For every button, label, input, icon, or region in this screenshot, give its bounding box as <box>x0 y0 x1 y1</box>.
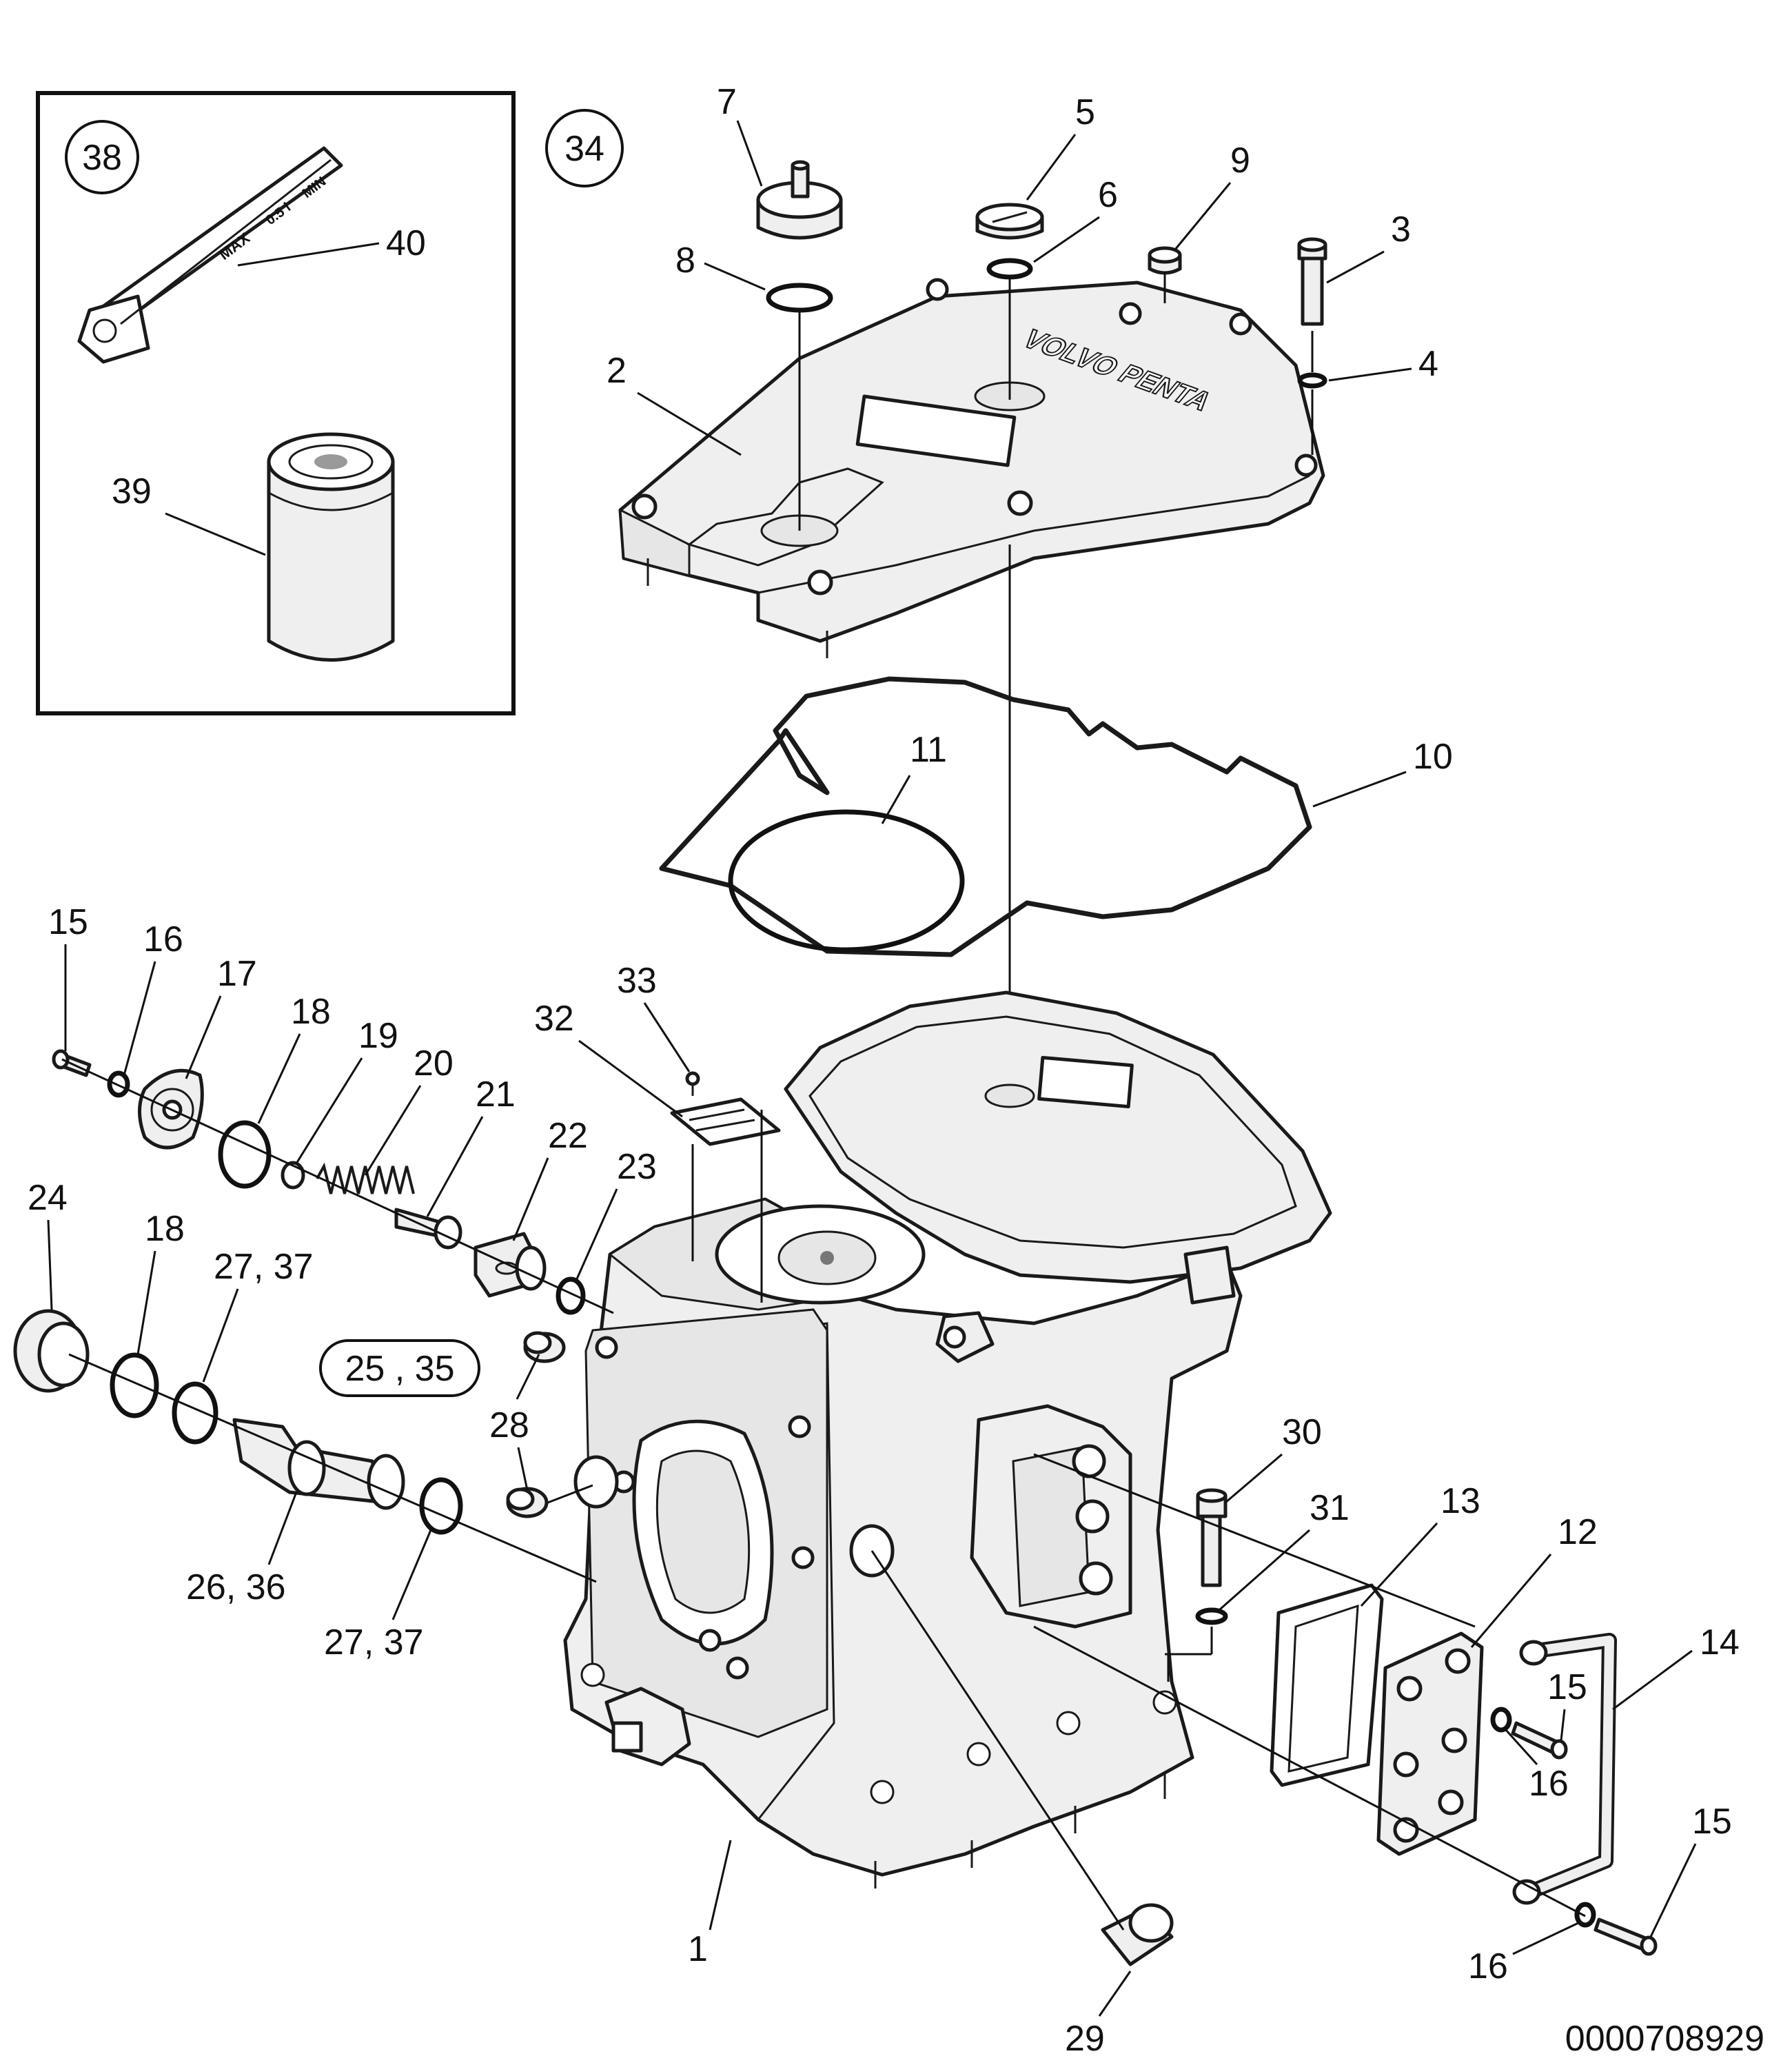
callout-19: 19 <box>358 1016 398 1056</box>
bolt-15-mid-part <box>1511 1721 1568 1760</box>
dipstick-part: MAX 0.5 l MIN <box>77 146 343 364</box>
callout-16-bottom: 16 <box>1468 1946 1508 1986</box>
oil-filter-part <box>267 432 395 662</box>
axis-line <box>547 1484 593 1504</box>
callout-24: 24 <box>28 1178 68 1218</box>
group-tag-label: 25 , 35 <box>345 1349 454 1389</box>
callout-6: 6 <box>1098 175 1118 215</box>
axis-line <box>61 1058 614 1314</box>
callout-27-37-bottom: 27, 37 <box>324 1622 424 1662</box>
callout-13: 13 <box>1440 1481 1480 1521</box>
gasket-13-part <box>1270 1583 1384 1787</box>
callout-14: 14 <box>1700 1622 1740 1662</box>
main-housing-part <box>563 990 1332 1889</box>
top-cover-part: VOLVO PENTA <box>618 278 1325 658</box>
callout-27-37-top: 27, 37 <box>214 1247 314 1287</box>
callout-11: 11 <box>910 730 947 770</box>
washer-16-bottom-part <box>1574 1902 1596 1928</box>
callout-1: 1 <box>688 1929 708 1969</box>
callout-3: 3 <box>1391 210 1411 250</box>
callout-7: 7 <box>717 82 737 122</box>
axis-line <box>1033 1625 1586 1917</box>
spring-20-part <box>316 1162 415 1194</box>
bolt-30-part <box>1196 1488 1228 1587</box>
oring-27-right-part <box>419 1477 463 1535</box>
oring-11-part <box>728 809 965 953</box>
plug-9-part <box>1148 246 1182 275</box>
callout-15-bottom: 15 <box>1692 1802 1732 1842</box>
oil-cap-part <box>756 160 843 240</box>
callout-28: 28 <box>489 1405 529 1445</box>
oring-23-part <box>556 1276 586 1315</box>
bolt-15-bottom-part <box>1594 1917 1658 1956</box>
callout-9: 9 <box>1230 141 1250 181</box>
data-plate-32-part <box>670 1097 781 1146</box>
callout-39: 39 <box>112 471 152 511</box>
bolt-3-part <box>1297 237 1327 326</box>
inset-box: 38 MAX 0.5 l MIN 40 39 <box>36 91 516 715</box>
washer-4-part <box>1297 372 1327 389</box>
callout-4: 4 <box>1418 344 1438 384</box>
callout-15-mid: 15 <box>1547 1667 1587 1707</box>
inset-tag-label: 38 <box>82 138 122 178</box>
callout-17: 17 <box>217 954 257 994</box>
callout-16-left: 16 <box>143 919 183 959</box>
callout-18-top: 18 <box>291 992 331 1032</box>
assembly-tag-label: 34 <box>564 129 604 169</box>
oring-27-left-part <box>172 1381 218 1445</box>
axis-line <box>870 1550 1125 1931</box>
callout-5: 5 <box>1075 92 1095 132</box>
plug-28-upper-part <box>523 1331 566 1363</box>
callout-31: 31 <box>1310 1488 1350 1528</box>
callout-33: 33 <box>617 961 657 1001</box>
gasket-10-part <box>659 676 1312 957</box>
plug-28-lower-part <box>506 1487 549 1518</box>
callout-2: 2 <box>607 351 627 391</box>
callout-12: 12 <box>1558 1512 1598 1552</box>
callout-29: 29 <box>1065 2019 1105 2056</box>
washer-16-mid-part <box>1490 1707 1512 1733</box>
drawing-number: 0000708929 <box>1565 2019 1764 2056</box>
assembly-tag-circle <box>545 109 624 187</box>
oring-18-top-part <box>218 1120 272 1189</box>
valve-26-part <box>232 1418 405 1510</box>
cap-oring-part <box>766 283 833 313</box>
washer-16-left-part <box>107 1070 130 1098</box>
axis-line <box>68 1353 597 1583</box>
callout-16-mid: 16 <box>1529 1764 1569 1804</box>
cover-plate-12-part <box>1376 1631 1484 1856</box>
callout-23: 23 <box>617 1147 657 1187</box>
plug-24-part <box>13 1309 90 1393</box>
plug-5-part <box>975 203 1044 240</box>
plug-ring-6-part <box>986 258 1033 280</box>
oring-18-lower-part <box>110 1352 159 1418</box>
callout-40: 40 <box>386 223 426 263</box>
callout-15-left: 15 <box>48 902 88 942</box>
inset-frame <box>36 91 516 715</box>
rivet-33-part <box>685 1071 700 1096</box>
callout-21: 21 <box>476 1075 516 1114</box>
axis-line <box>1033 1453 1476 1628</box>
callout-20: 20 <box>414 1044 454 1083</box>
callout-8: 8 <box>675 241 695 281</box>
inset-tag-circle <box>65 120 139 194</box>
callout-18-lower: 18 <box>145 1209 185 1249</box>
callout-30: 30 <box>1282 1412 1322 1452</box>
callout-labels: 7 5 6 9 3 4 8 2 11 10 15 16 17 18 19 20 … <box>28 82 1740 2056</box>
callout-10: 10 <box>1413 737 1453 777</box>
callout-26-36: 26, 36 <box>186 1567 286 1607</box>
group-tag-pill <box>319 1339 480 1397</box>
callout-22: 22 <box>548 1116 588 1156</box>
washer-31-part <box>1195 1607 1228 1625</box>
callout-32: 32 <box>534 999 574 1039</box>
